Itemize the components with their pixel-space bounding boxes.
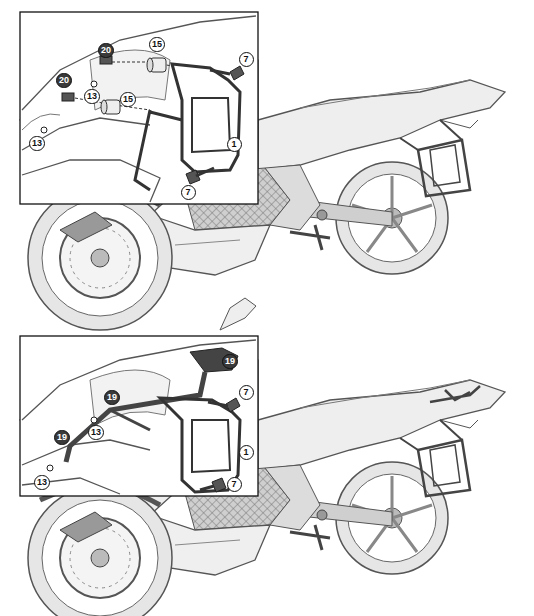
callout-number: 15 — [120, 92, 136, 107]
callout-number: 1 — [239, 445, 254, 460]
callout-number: 15 — [149, 37, 165, 52]
callout-number: 19 — [222, 354, 238, 369]
callout-number: 13 — [84, 89, 100, 104]
callout-number: 7 — [227, 477, 242, 492]
callout-number: 7 — [181, 185, 196, 200]
detail-inset — [20, 12, 258, 204]
callout-number: 13 — [29, 136, 45, 151]
callout-number: 19 — [104, 390, 120, 405]
callout-number: 1 — [227, 137, 242, 152]
detail-inset — [20, 336, 258, 496]
callout-number: 7 — [239, 385, 254, 400]
callout-number: 13 — [34, 475, 50, 490]
callout-number: 7 — [239, 52, 254, 67]
callout-number: 13 — [88, 425, 104, 440]
callout-number: 20 — [56, 73, 72, 88]
callout-number: 20 — [98, 43, 114, 58]
callout-number: 19 — [54, 430, 70, 445]
